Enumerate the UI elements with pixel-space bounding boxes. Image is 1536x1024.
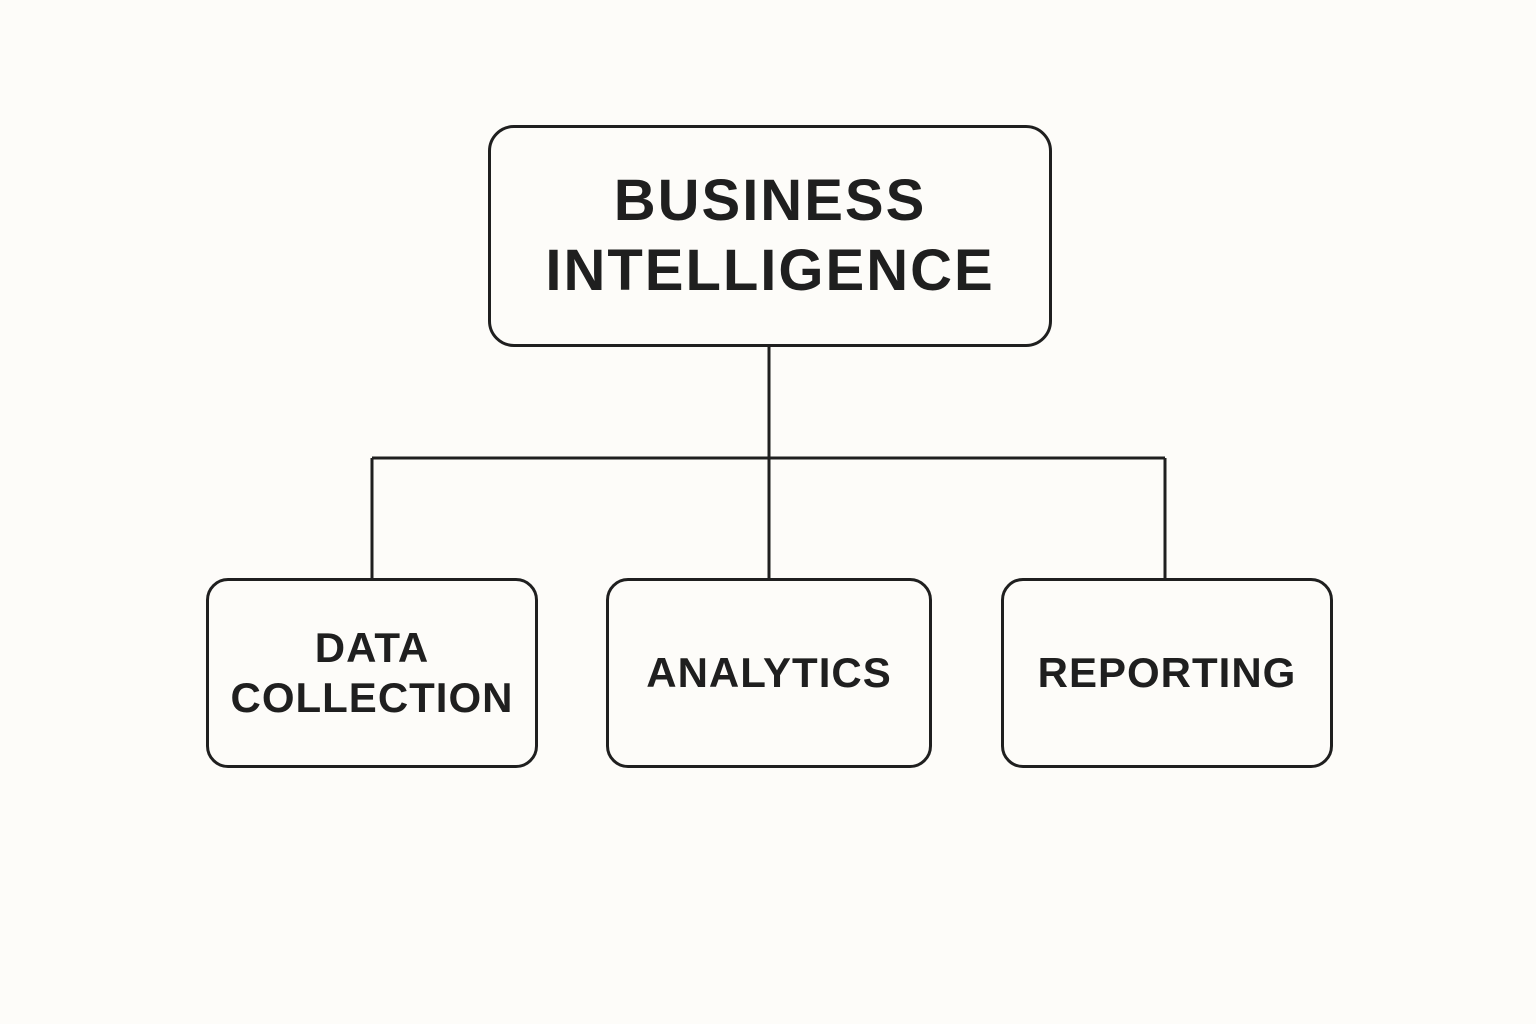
root-node-business-intelligence: BUSINESS INTELLIGENCE: [488, 125, 1052, 347]
child-node-reporting: REPORTING: [1001, 578, 1333, 768]
child-node-data-collection: DATA COLLECTION: [206, 578, 538, 768]
child-node-analytics: ANALYTICS: [606, 578, 932, 768]
child-node-label: ANALYTICS: [646, 649, 892, 696]
child-node-label: DATA COLLECTION: [230, 624, 514, 721]
root-node-label: BUSINESS INTELLIGENCE: [545, 168, 995, 303]
child-node-label: REPORTING: [1037, 649, 1297, 696]
